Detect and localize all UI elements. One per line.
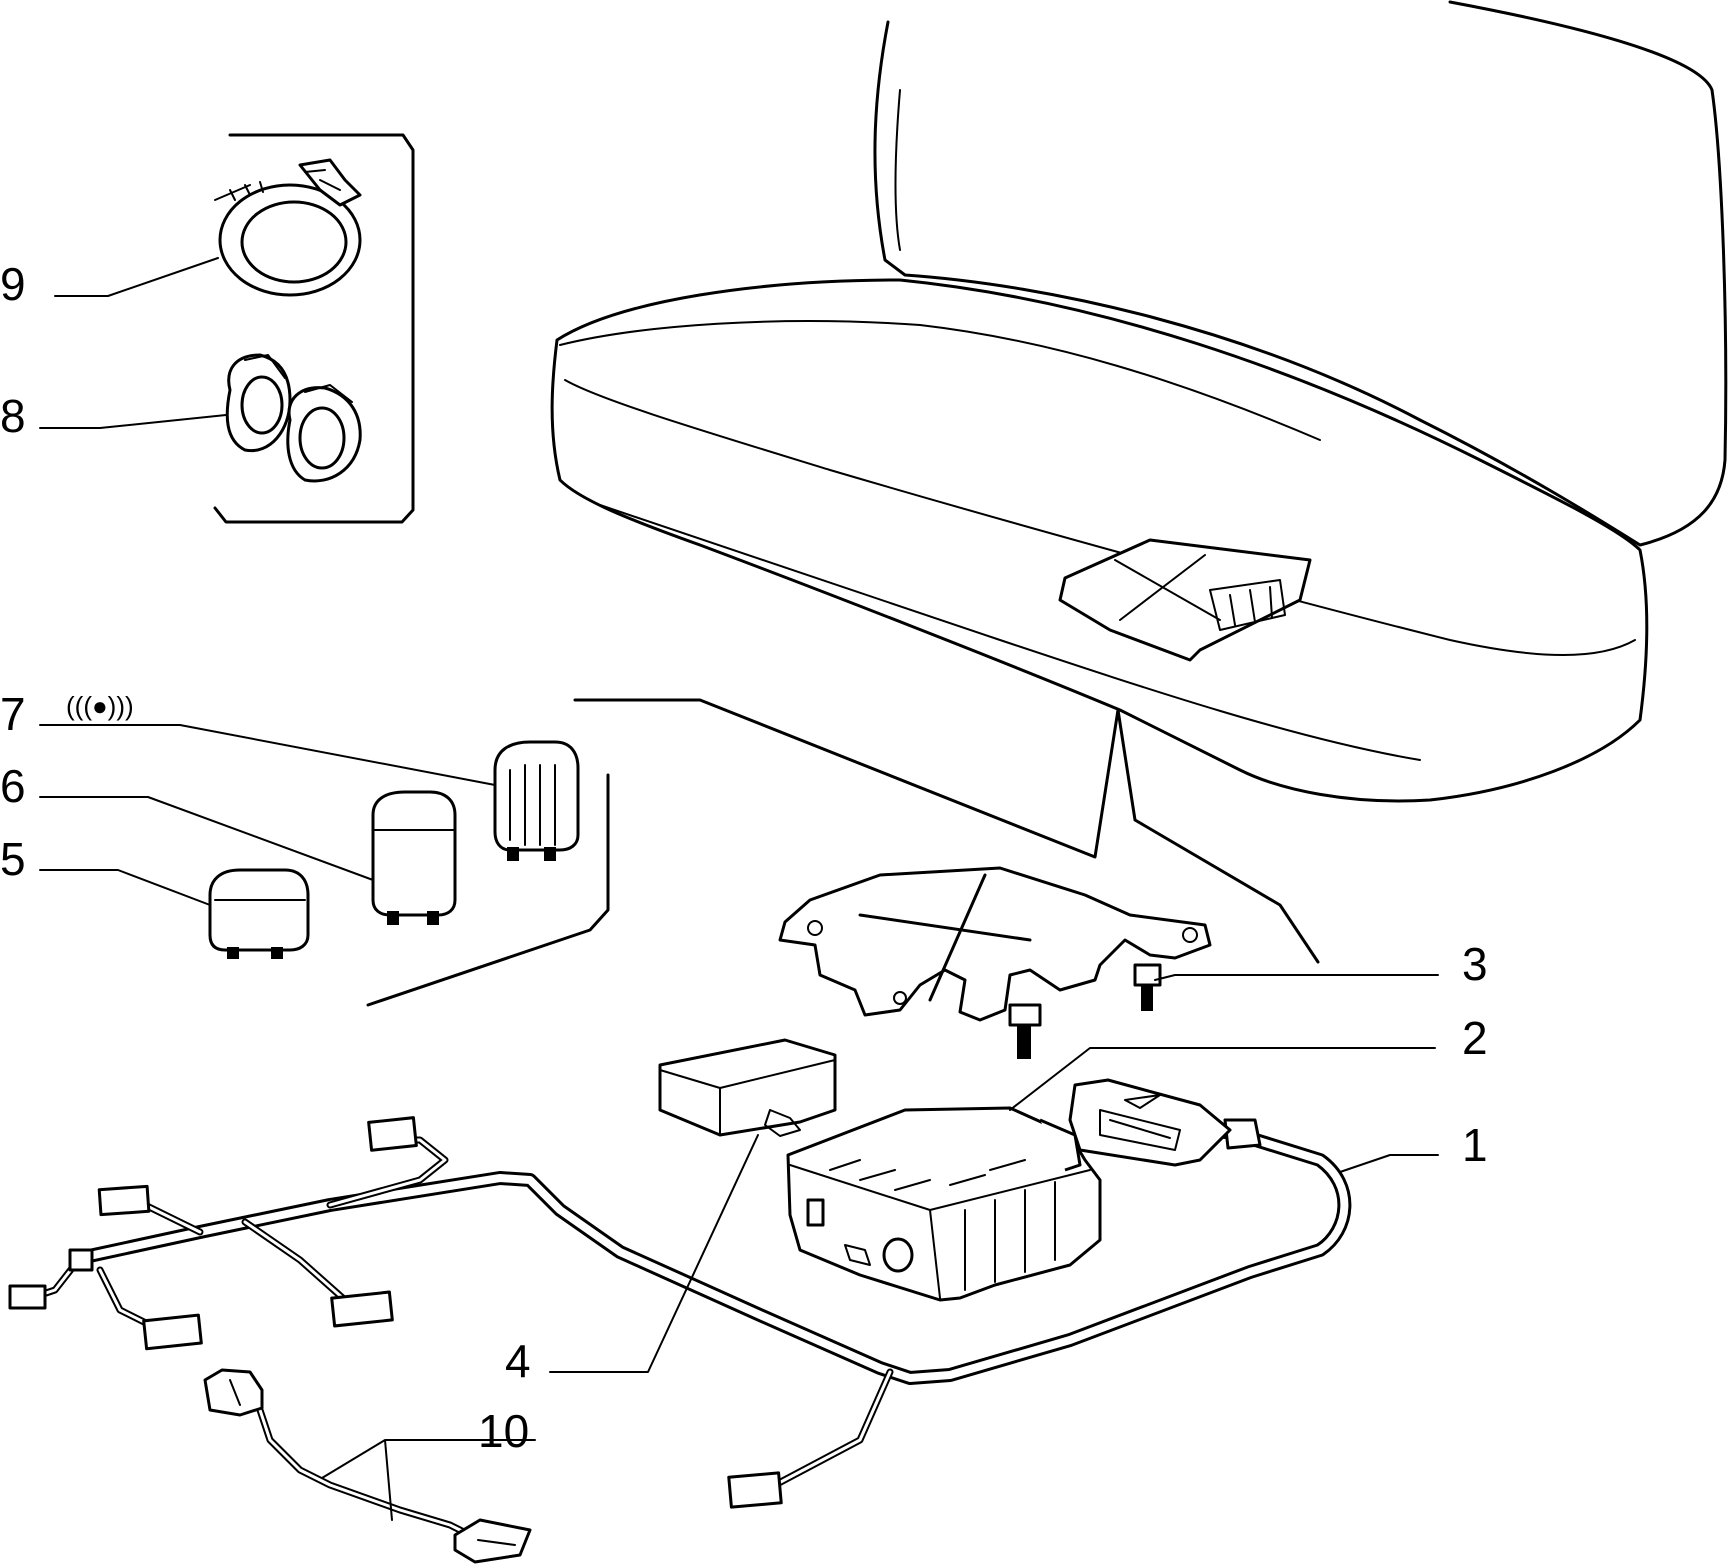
- control-unit-2: [786, 1106, 1102, 1302]
- clip-8: [225, 353, 362, 483]
- callout-9: 9: [0, 258, 26, 310]
- leader-7: [39, 724, 496, 786]
- mounting-bracket-3: [778, 866, 1212, 1059]
- leader-4: [549, 1134, 759, 1373]
- leader-3: [1154, 974, 1439, 981]
- wiring-harness-10: [203, 1368, 532, 1564]
- callout-4: 4: [505, 1335, 531, 1387]
- relay-5: [208, 868, 310, 959]
- seat-cushion: [550, 278, 1649, 803]
- leader-8: [39, 414, 227, 429]
- leader-lines: [39, 257, 1439, 1521]
- seat-backrest: [873, 0, 1728, 547]
- callout-8: 8: [0, 390, 26, 442]
- clips-panel-border: [213, 133, 415, 524]
- callouts: 9 8 7 (((●))) 6 5 3 2 1 4 10: [0, 258, 1488, 1457]
- leader-2: [1009, 1047, 1436, 1111]
- leader-6: [39, 796, 374, 881]
- leader-5: [39, 869, 211, 906]
- leader-9: [54, 257, 219, 297]
- callout-7: 7: [0, 688, 26, 740]
- airbag-symbol: (((●))): [66, 691, 134, 721]
- seat: [550, 0, 1728, 803]
- leader-10: [321, 1439, 536, 1521]
- relays-panel-border: [366, 773, 610, 1007]
- callout-10: 10: [478, 1405, 529, 1457]
- assembly-leader-frame: [573, 698, 1320, 964]
- callout-6: 6: [0, 760, 26, 812]
- relay-6: [371, 790, 457, 925]
- relay-7: [493, 740, 580, 861]
- leader-1: [1339, 1154, 1439, 1173]
- wiring-harness-1: [8, 1078, 1352, 1509]
- callout-5: 5: [0, 833, 26, 885]
- clip-9: [214, 158, 362, 297]
- callout-3: 3: [1462, 938, 1488, 990]
- module-4: [658, 1038, 837, 1137]
- callout-1: 1: [1462, 1119, 1488, 1171]
- callout-2: 2: [1462, 1012, 1488, 1064]
